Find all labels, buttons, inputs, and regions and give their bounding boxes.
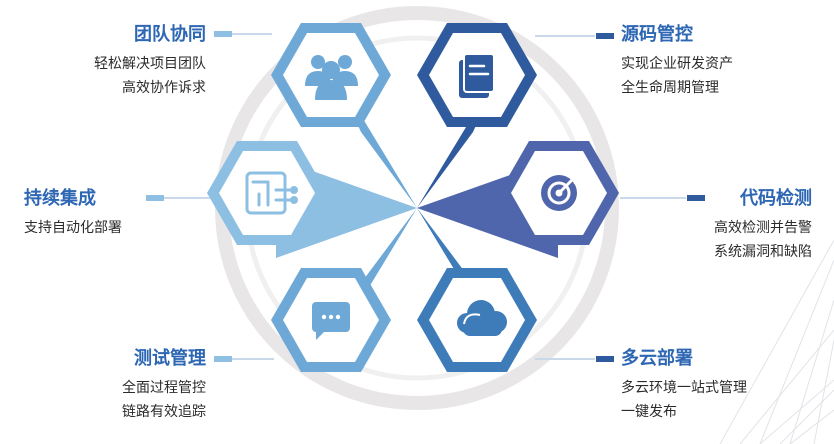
feature-test: 测试管理 全面过程管控 链路有效追踪	[122, 348, 206, 424]
feature-deploy-title: 多云部署	[621, 348, 693, 369]
marker-deploy	[596, 356, 614, 362]
connector-source	[535, 35, 595, 37]
marker-team	[214, 31, 232, 37]
feature-deploy-line1: 多云环境一站式管理	[621, 380, 747, 396]
feature-team: 团队协同 轻松解决项目团队 高效协作诉求	[94, 24, 206, 100]
decorative-grid	[719, 239, 834, 444]
marker-test	[214, 356, 232, 362]
feature-source-line1: 实现企业研发资产	[621, 56, 733, 72]
feature-ci-line1: 支持自动化部署	[24, 220, 122, 236]
feature-source-title: 源码管控	[621, 24, 693, 45]
feature-scan-title: 代码检测	[740, 188, 812, 209]
chat-icon	[312, 302, 350, 340]
feature-scan-line1: 高效检测并告警	[714, 220, 812, 236]
marker-ci	[146, 195, 164, 201]
connector-deploy	[535, 358, 595, 360]
document-icon	[459, 53, 495, 98]
feature-team-line2: 高效协作诉求	[122, 80, 206, 96]
connector-test	[232, 358, 274, 360]
team-icon	[305, 55, 358, 100]
feature-deploy-line2: 一键发布	[621, 404, 677, 420]
feature-ci-title: 持续集成	[24, 188, 96, 209]
connector-team	[232, 33, 272, 35]
feature-deploy: 多云部署 多云环境一站式管理 一键发布	[621, 348, 747, 424]
feature-test-line2: 链路有效追踪	[122, 404, 206, 420]
feature-source: 源码管控 实现企业研发资产 全生命周期管理	[621, 24, 733, 100]
feature-test-line1: 全面过程管控	[122, 380, 206, 396]
feature-ci: 持续集成 支持自动化部署	[24, 188, 122, 240]
marker-scan	[687, 195, 705, 201]
feature-team-title: 团队协同	[134, 24, 206, 45]
target-icon	[541, 174, 577, 211]
marker-source	[596, 33, 614, 39]
feature-scan-line2: 系统漏洞和缺陷	[714, 244, 812, 260]
feature-test-title: 测试管理	[134, 348, 206, 369]
feature-scan: 代码检测 高效检测并告警 系统漏洞和缺陷	[714, 188, 812, 264]
feature-team-line1: 轻松解决项目团队	[94, 56, 206, 72]
connector-scan	[620, 197, 686, 199]
circuit-icon	[245, 171, 298, 215]
feature-source-line2: 全生命周期管理	[621, 80, 719, 96]
connector-ci	[164, 197, 210, 199]
cloud-icon	[457, 300, 507, 336]
